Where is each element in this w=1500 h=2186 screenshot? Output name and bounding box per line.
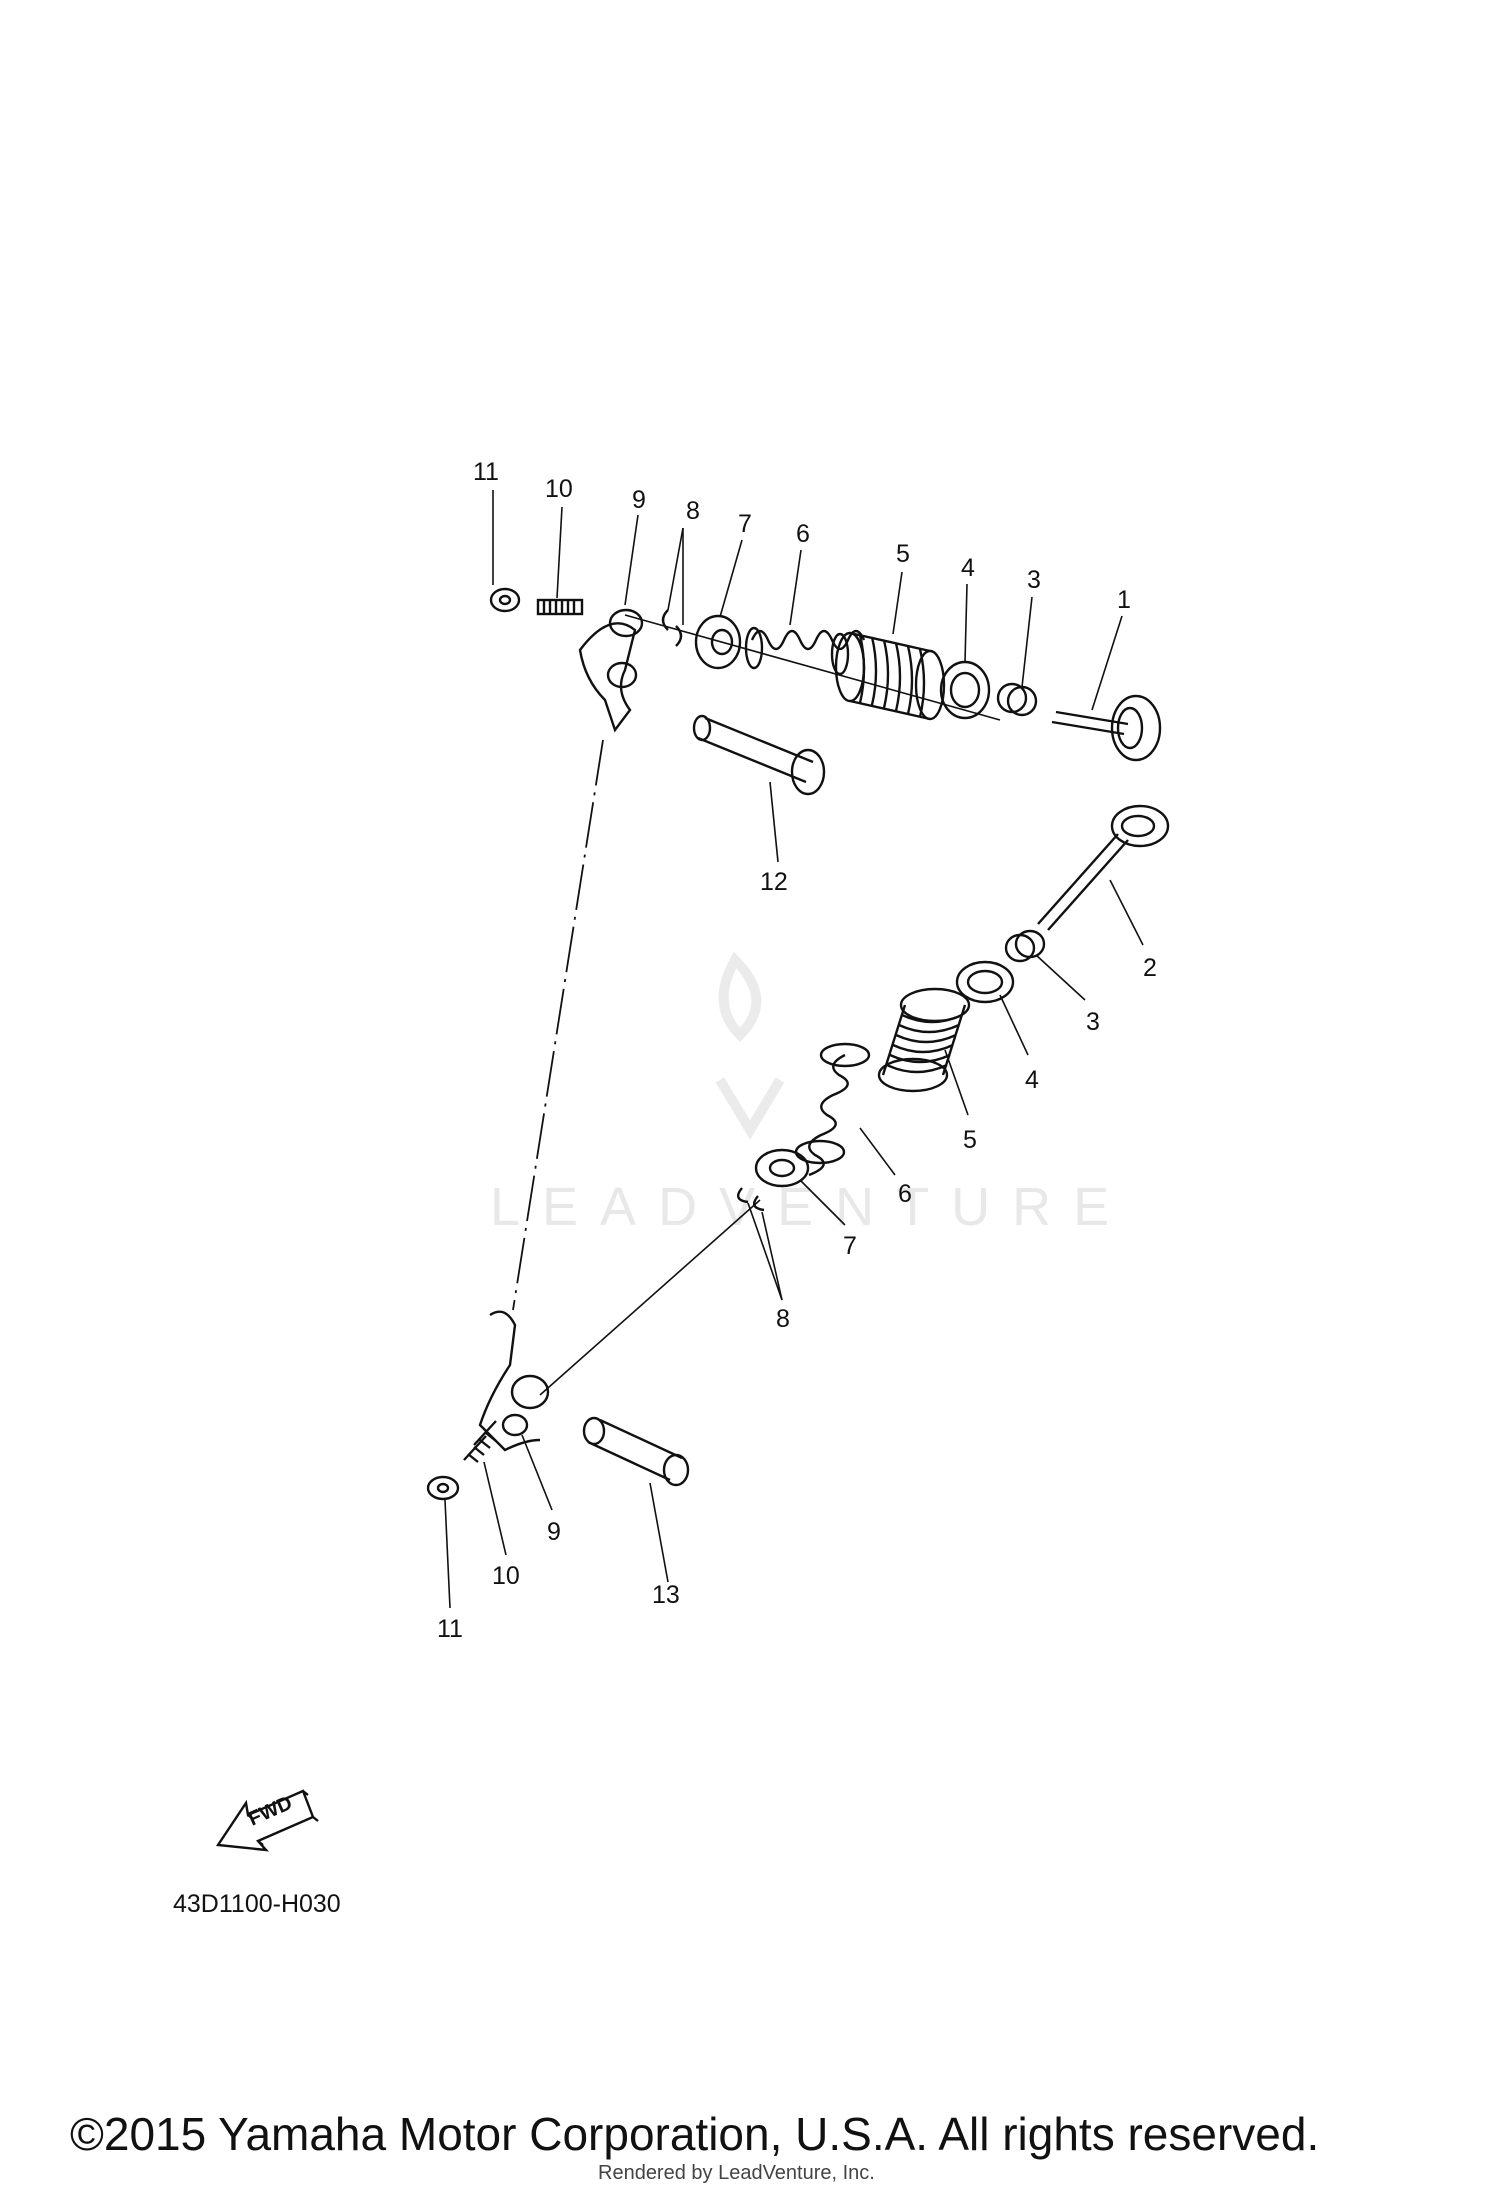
bottom-valve-collets <box>736 1187 765 1212</box>
label-top-12: 12 <box>760 868 788 896</box>
top-spring-retainer <box>694 614 742 670</box>
label-top-6: 6 <box>796 520 810 548</box>
diagram-code: 43D1100-H030 <box>173 1890 341 1918</box>
label-top-11: 11 <box>473 458 499 486</box>
top-leader-lines <box>492 490 1123 863</box>
bottom-leader-lines <box>444 879 1144 1609</box>
bottom-rocker-shaft <box>582 1416 690 1487</box>
top-rocker-arm <box>578 608 644 733</box>
label-top-1: 1 <box>1117 586 1131 614</box>
top-axis-line <box>624 614 1001 721</box>
label-bottom-3: 3 <box>1086 1008 1100 1036</box>
bottom-inner-spring <box>794 1042 871 1177</box>
top-assembly <box>489 587 1162 796</box>
label-top-5: 5 <box>896 540 910 568</box>
top-inner-spring <box>744 626 866 676</box>
label-top-4: 4 <box>961 554 975 582</box>
label-bottom-4: 4 <box>1025 1066 1039 1094</box>
label-bottom-11: 11 <box>437 1615 463 1643</box>
bottom-outer-spring <box>877 987 971 1093</box>
label-top-10: 10 <box>545 475 573 503</box>
top-valve-collets <box>661 609 683 647</box>
bottom-adjusting-screw <box>463 1420 497 1463</box>
watermark-text: LEADVENTURE <box>490 1177 1131 1237</box>
rocker-center-line <box>512 739 604 1311</box>
bottom-spring-retainer <box>754 1148 810 1188</box>
label-bottom-7: 7 <box>843 1232 857 1260</box>
label-bottom-10: 10 <box>492 1562 520 1590</box>
bottom-spring-seat <box>955 960 1015 1004</box>
label-top-7: 7 <box>738 510 752 538</box>
label-bottom-2: 2 <box>1143 954 1157 982</box>
top-rocker-shaft <box>692 714 826 796</box>
bottom-part-labels: 2 3 4 5 6 7 8 9 10 11 13 <box>437 954 1157 1643</box>
label-top-3: 3 <box>1027 566 1041 594</box>
bottom-rocker-arm <box>478 1310 550 1452</box>
bottom-assembly <box>426 804 1170 1501</box>
top-oil-seal <box>996 682 1038 717</box>
label-bottom-13: 13 <box>652 1581 680 1609</box>
top-adjusting-screw <box>536 598 584 616</box>
leadventure-watermark: LEADVENTURE <box>490 951 1131 1237</box>
bottom-nut <box>426 1475 460 1501</box>
top-valve <box>1051 694 1162 762</box>
bottom-axis-line <box>539 1199 761 1396</box>
label-top-9: 9 <box>632 486 646 514</box>
copyright-text: ©2015 Yamaha Motor Corporation, U.S.A. A… <box>70 2108 1319 2160</box>
label-bottom-9: 9 <box>547 1518 561 1546</box>
top-part-labels: 11 10 9 8 7 6 5 4 3 1 12 <box>473 458 1131 896</box>
label-bottom-8: 8 <box>776 1305 790 1333</box>
rendered-by-text: Rendered by LeadVenture, Inc. <box>598 2162 875 2184</box>
bottom-oil-seal <box>1004 929 1046 963</box>
fwd-arrow-text: FWD <box>245 1792 296 1831</box>
label-bottom-5: 5 <box>963 1126 977 1154</box>
top-nut <box>489 587 521 613</box>
fwd-arrow-icon: FWD <box>215 1789 319 1852</box>
label-bottom-6: 6 <box>898 1180 912 1208</box>
top-outer-spring <box>834 631 946 721</box>
label-top-8: 8 <box>686 497 700 525</box>
bottom-valve <box>1037 804 1170 931</box>
